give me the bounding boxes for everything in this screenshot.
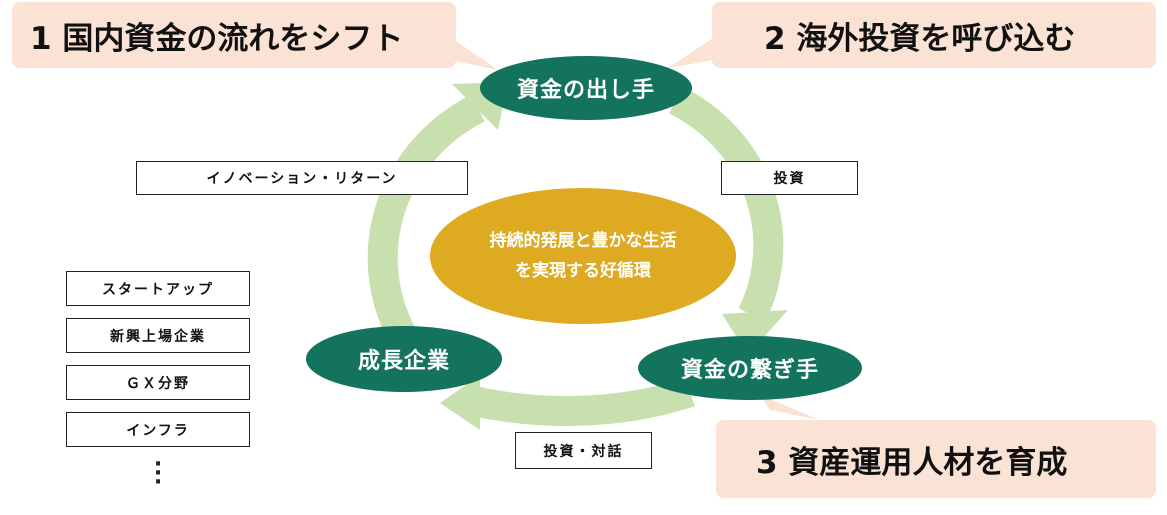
- company-list-item: スタートアップ: [66, 271, 250, 306]
- arc-connector-to-growth: [466, 377, 695, 426]
- label-investment-dialogue-text: 投資・対話: [543, 443, 624, 460]
- company-list-item-text: スタートアップ: [102, 281, 214, 298]
- company-list-item: 新興上場企業: [66, 318, 250, 353]
- company-list-item-text: インフラ: [126, 422, 190, 439]
- node-fund-connector: 資金の繋ぎ手: [638, 336, 862, 400]
- node-fund-connector-label: 資金の繋ぎ手: [680, 358, 819, 383]
- vertical-ellipsis: ···: [153, 452, 163, 495]
- callout-domestic-funds-text: 1 国内資金の流れをシフト: [30, 20, 404, 57]
- label-innovation-return: イノベーション・リターン: [136, 161, 468, 195]
- center-goal-line-2: を実現する好循環: [515, 261, 651, 281]
- label-investment-dialogue: 投資・対話: [515, 432, 652, 469]
- company-list-item: インフラ: [66, 412, 250, 447]
- center-goal: 持続的発展と豊かな生活 を実現する好循環: [430, 188, 736, 324]
- node-growth-companies: 成長企業: [306, 326, 502, 392]
- center-goal-line-1: 持続的発展と豊かな生活: [489, 231, 677, 251]
- arrowhead-to-connector: [722, 310, 788, 355]
- callout-foreign-investment: 2 海外投資を呼び込む: [712, 2, 1156, 68]
- label-investment-text: 投資: [773, 171, 806, 187]
- label-investment: 投資: [721, 161, 858, 195]
- callout-foreign-investment-text: 2 海外投資を呼び込む: [764, 20, 1076, 57]
- label-innovation-return-text: イノベーション・リターン: [206, 171, 398, 187]
- callout-domestic-funds: 1 国内資金の流れをシフト: [12, 2, 456, 68]
- company-list-item-text: 新興上場企業: [110, 328, 206, 345]
- company-list-item-text: ＧＸ分野: [126, 375, 190, 392]
- node-fund-provider-label: 資金の出し手: [516, 78, 655, 103]
- arc-growth-to-provider: [367, 94, 485, 348]
- arrowhead-to-growth: [440, 375, 480, 430]
- callout-asset-management-talent-text: 3 資産運用人材を育成: [756, 444, 1068, 481]
- node-fund-provider: 資金の出し手: [480, 56, 692, 120]
- company-list-item: ＧＸ分野: [66, 365, 250, 400]
- callout-asset-management-talent: 3 資産運用人材を育成: [716, 420, 1156, 498]
- callout-2-pointer: [668, 30, 725, 68]
- node-growth-companies-label: 成長企業: [357, 349, 450, 374]
- callout-3-pointer: [760, 395, 820, 420]
